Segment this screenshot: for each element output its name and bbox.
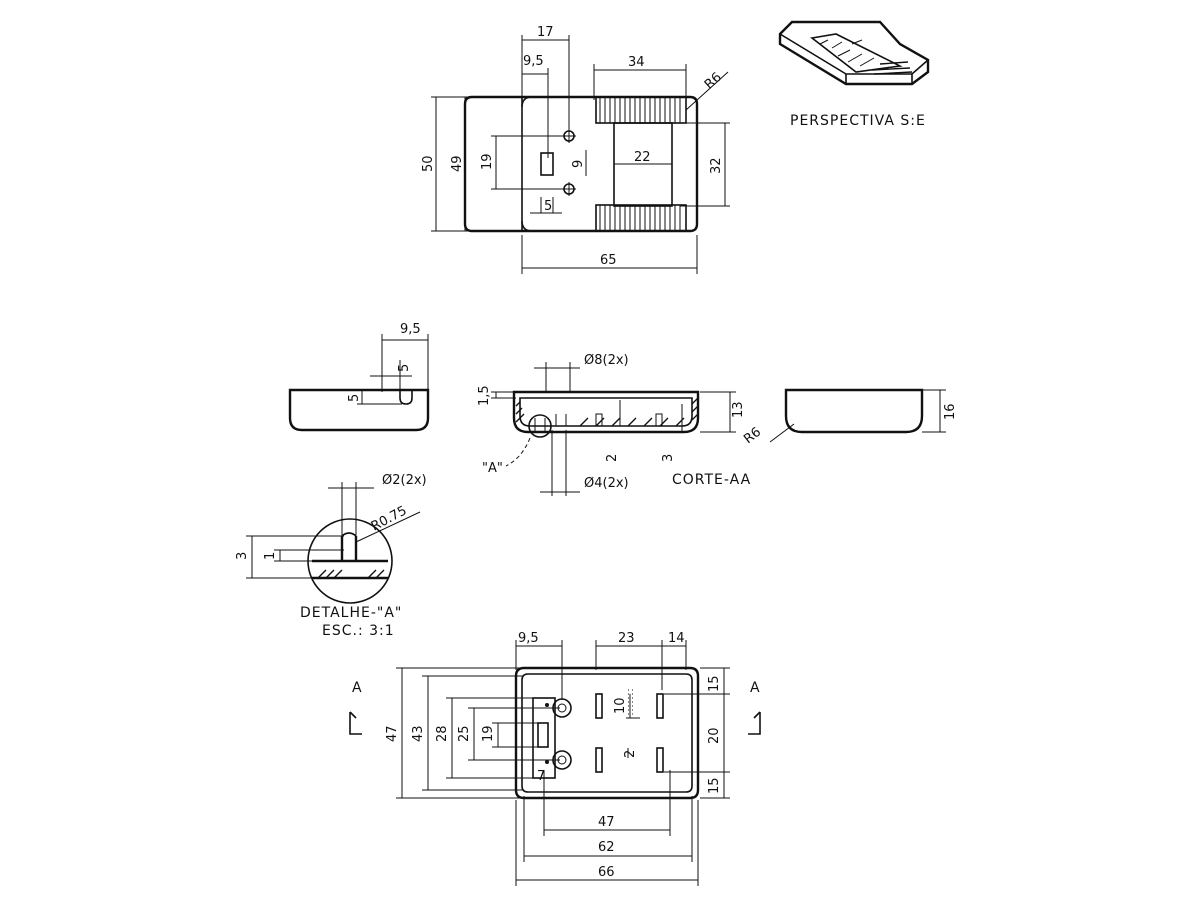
section-dim-d8: Ø8(2x) (584, 353, 629, 368)
dim-5: 5 (544, 199, 552, 214)
section-dim-2: 2 (605, 454, 620, 462)
bottom-dim-43: 43 (411, 725, 426, 742)
dim-19: 19 (480, 153, 495, 170)
detail-a: Ø2(2x) R0.75 3 1 DETALHE-"A" ESC.: 3:1 (235, 473, 427, 639)
bottom-dim-28: 28 (435, 725, 450, 742)
left-dim-5-side: 5 (347, 394, 362, 402)
dim-9-5: 9,5 (523, 54, 544, 69)
bottom-dim-66: 66 (598, 865, 615, 880)
bottom-dim-9-5: 9,5 (518, 631, 539, 646)
dim-65: 65 (600, 253, 617, 268)
left-view: 9,5 5 5 (288, 322, 430, 432)
top-view: 17 9,5 34 R6 50 49 19 9 22 32 5 65 (421, 25, 730, 274)
dim-32: 32 (709, 157, 724, 174)
dim-22: 22 (634, 150, 651, 165)
detail-scale: ESC.: 3:1 (322, 623, 395, 639)
bottom-dim-62: 62 (598, 840, 615, 855)
bottom-dim-23: 23 (618, 631, 635, 646)
detail-dim-d2: Ø2(2x) (382, 473, 427, 488)
right-view: R6 16 (741, 388, 958, 447)
bottom-dim-47-v: 47 (385, 725, 400, 742)
detail-title: DETALHE-"A" (300, 605, 402, 621)
section-label: CORTE-AA (672, 472, 751, 488)
detail-dim-3: 3 (235, 552, 250, 560)
bottom-dim-15-top: 15 (707, 675, 722, 692)
left-dim-9-5: 9,5 (400, 322, 421, 337)
detail-ref-a: "A" (482, 461, 503, 476)
bottom-dim-25: 25 (457, 725, 472, 742)
bottom-dim-2: 2 (623, 750, 638, 758)
bottom-dim-14: 14 (668, 631, 685, 646)
section-view: Ø8(2x) 1,5 13 2 3 Ø4(2x) "A" CORTE-AA (477, 353, 751, 496)
bottom-dim-20: 20 (707, 727, 722, 744)
right-dim-16: 16 (943, 403, 958, 420)
dim-49: 49 (450, 155, 465, 172)
bottom-dim-15-bot: 15 (707, 777, 722, 794)
section-dim-1-5: 1,5 (477, 385, 492, 406)
dim-34: 34 (628, 55, 645, 70)
dim-9: 9 (571, 160, 586, 168)
grip-ribs-bottom (595, 204, 687, 232)
bottom-dim-19: 19 (481, 725, 496, 742)
bottom-dim-47-h: 47 (598, 815, 615, 830)
detail-dim-r075: R0.75 (369, 503, 410, 534)
section-dim-d4: Ø4(2x) (584, 476, 629, 491)
bottom-view: A A 9,5 23 14 47 43 28 25 19 10 2 7 15 2… (349, 631, 761, 886)
grip-ribs-top (595, 96, 687, 124)
section-mark-left: A (352, 680, 363, 696)
detail-dim-1: 1 (263, 552, 278, 560)
dim-50: 50 (421, 155, 436, 172)
section-dim-3: 3 (661, 454, 676, 462)
right-dim-r6: R6 (741, 425, 764, 447)
dim-17: 17 (537, 25, 554, 40)
bottom-dim-10: 10 (613, 697, 628, 714)
bottom-dim-7: 7 (537, 769, 545, 784)
dim-r6: R6 (702, 70, 725, 93)
perspective-view: PERSPECTIVA S:E (778, 20, 930, 129)
section-dim-13: 13 (731, 401, 746, 418)
section-mark-right: A (750, 680, 761, 696)
left-dim-5-top: 5 (397, 364, 412, 372)
perspective-label: PERSPECTIVA S:E (790, 113, 926, 129)
